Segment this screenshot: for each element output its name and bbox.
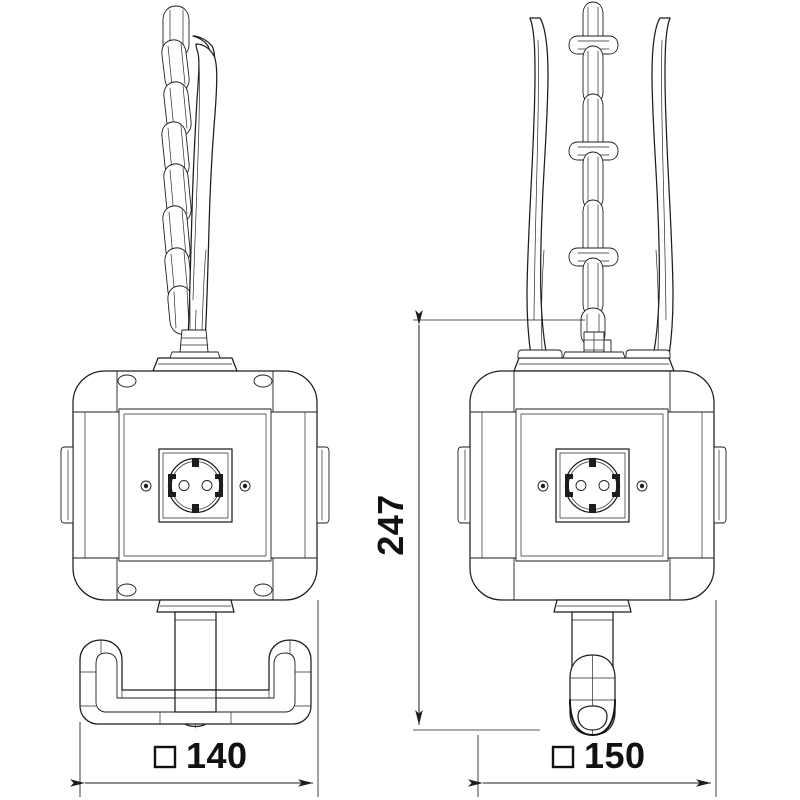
side-lug-right-right-view: [713, 446, 727, 524]
socket-plate-inner-frame-right: [559, 452, 626, 519]
suspension-chain-front: [568, 1, 619, 359]
socket-notch-right-right: [612, 474, 620, 497]
socket-pin-hole-right-right: [598, 480, 610, 491]
socket-pin-hole-right: [201, 480, 213, 491]
socket-screw-right[interactable]: [239, 480, 251, 492]
dimension-width-140: 140: [70, 600, 319, 797]
top-mounting-plate-left: [152, 351, 238, 372]
corner-boss-bottom-right: [253, 583, 273, 597]
socket-notch-left: [168, 474, 176, 497]
left-view-side-elevation: [60, 5, 330, 729]
earth-clip-bottom: [192, 504, 199, 513]
power-cable-side: [179, 35, 218, 360]
dimension-label-140: 140: [186, 735, 248, 776]
side-lug-right: [316, 446, 330, 524]
earth-clip-top: [192, 458, 199, 467]
enclosure-front-plate-inner: [123, 413, 267, 557]
suspension-chain-side: [161, 5, 195, 335]
corner-boss-top-right: [253, 374, 273, 388]
dimension-height-247: 247: [370, 310, 585, 731]
corner-boss-bottom-left: [117, 583, 137, 597]
dimension-label-150: 150: [584, 735, 646, 776]
earth-clip-bottom-right: [589, 504, 596, 513]
socket-plate-inner-frame: [162, 452, 229, 519]
cable-gland-right: [553, 599, 632, 736]
right-view-front-elevation: [457, 1, 727, 736]
socket-notch-left-right: [565, 474, 573, 497]
cable-gland-boss-right: [625, 349, 671, 359]
socket-pin-hole-left-right: [575, 480, 587, 491]
schuko-socket-left[interactable]: [167, 457, 224, 514]
protective-bracket-left: [79, 639, 312, 725]
socket-screw-left-right-view[interactable]: [537, 480, 549, 492]
socket-screw-right-right-view[interactable]: [636, 480, 648, 492]
socket-pin-hole-left: [178, 480, 190, 491]
side-lug-left: [60, 446, 74, 524]
cable-gland-boss-left: [517, 349, 563, 359]
socket-notch-right: [215, 474, 223, 497]
dimension-width-150: 150: [468, 600, 717, 797]
square-symbol-150: [551, 745, 575, 769]
top-mounting-plate-right: [513, 349, 675, 372]
schuko-socket-right[interactable]: [564, 457, 621, 514]
corner-boss-top-left: [117, 374, 137, 388]
enclosure-front-plate-inner-right: [520, 413, 664, 557]
square-symbol-140: [153, 745, 177, 769]
dimension-label-247: 247: [370, 494, 411, 556]
socket-enclosure-body-left: [60, 370, 330, 601]
socket-screw-left[interactable]: [140, 480, 152, 492]
socket-enclosure-body-right: [457, 370, 727, 601]
earth-clip-top-right: [589, 458, 596, 467]
side-lug-left-right-view: [457, 446, 471, 524]
